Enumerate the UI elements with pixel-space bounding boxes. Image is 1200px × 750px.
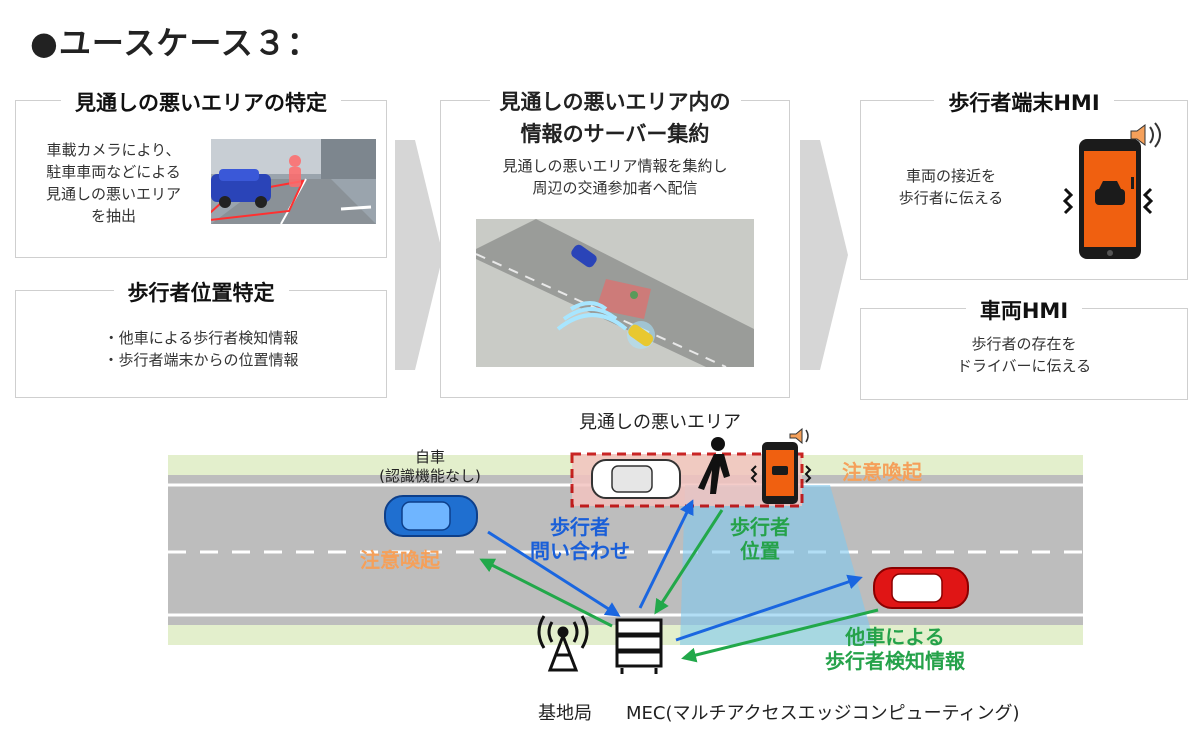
other-car-detection-label-1: 他車による xyxy=(845,625,945,649)
pedestrian-position-label-1: 歩行者 xyxy=(730,515,790,539)
camera-image xyxy=(211,139,376,224)
panel-identify-area-heading: 見通しの悪いエリアの特定 xyxy=(61,91,341,115)
mec-label: MEC(マルチアクセスエッジコンピューティング) xyxy=(626,703,1020,724)
other-car-detection-label-2: 歩行者検知情報 xyxy=(825,649,965,673)
base-station-icon xyxy=(537,615,589,672)
base-station-label: 基地局 xyxy=(538,703,592,724)
server-aggregate-line-2: 周辺の交通参加者へ配信 xyxy=(532,179,698,197)
pedestrian-hmi-line-1: 車両の接近を xyxy=(905,167,996,185)
pedestrian-position-label: 歩行者 位置 xyxy=(710,515,810,563)
other-car-icon xyxy=(873,567,969,609)
pedestrian-position-label-2: 位置 xyxy=(740,539,780,563)
identify-area-line-3: 見通しの悪いエリア xyxy=(45,185,181,203)
panel-server-aggregate: 見通しの悪いエリア内の 情報のサーバー集約 見通しの悪いエリア情報を集約し 周辺… xyxy=(440,90,790,398)
process-arrow-1 xyxy=(395,140,443,370)
identify-area-line-1: 車載カメラにより、 xyxy=(46,141,181,159)
pedestrian-phone-icon xyxy=(750,427,812,504)
panel-pedestrian-position-heading: 歩行者位置特定 xyxy=(113,281,289,305)
panel-vehicle-hmi-heading: 車両HMI xyxy=(965,299,1083,323)
own-car-icon xyxy=(384,495,478,537)
own-car-label-1: 自車 xyxy=(414,448,445,466)
parked-car-icon xyxy=(591,459,681,499)
own-car-label-2: (認識機能なし) xyxy=(379,467,481,485)
arrow-pedestrian-position xyxy=(654,509,724,615)
arrow-query xyxy=(487,530,621,617)
alert-label-right: 注意喚起 xyxy=(842,460,922,484)
road-diagram xyxy=(168,427,1083,674)
identify-area-line-2: 駐車車両などによる xyxy=(46,163,181,181)
panel-identify-area: 見通しの悪いエリアの特定 車載カメラにより、 駐車車両などによる 見通しの悪いエ… xyxy=(15,91,387,258)
panel-pedestrian-hmi-heading: 歩行者端末HMI xyxy=(934,91,1114,115)
other-car-detection-label: 他車による 歩行者検知情報 xyxy=(795,625,995,673)
arrow-other-detection xyxy=(681,608,879,663)
process-arrow-2 xyxy=(800,140,848,370)
pedestrian-hmi-line-2: 歩行者に伝える xyxy=(898,189,1004,207)
smartphone-alert-icon xyxy=(1062,122,1161,259)
aerial-view-image xyxy=(476,219,754,367)
pedestrian-query-label-1: 歩行者 xyxy=(550,515,610,539)
vehicle-hmi-line-2: ドライバーに伝える xyxy=(956,357,1092,375)
server-aggregate-line-1: 見通しの悪いエリア情報を集約し xyxy=(502,157,728,175)
alert-label-left: 注意喚起 xyxy=(360,548,440,572)
arrow-to-pedestrian xyxy=(638,499,694,609)
pedestrian-icon xyxy=(698,437,730,494)
pedestrian-query-label-2: 問い合わせ xyxy=(530,539,630,563)
arrow-alert-other xyxy=(675,574,863,642)
mec-server-icon xyxy=(615,618,663,674)
panel-vehicle-hmi: 車両HMI 歩行者の存在を ドライバーに伝える xyxy=(860,299,1188,400)
page-title: ●ユースケース３： xyxy=(30,24,320,62)
panel-pedestrian-hmi: 歩行者端末HMI 車両の接近を 歩行者に伝える xyxy=(860,91,1188,280)
pedestrian-position-line-1: ・他車による歩行者検知情報 xyxy=(103,329,299,347)
arrow-alert-own xyxy=(479,558,613,628)
detection-zone xyxy=(680,485,875,645)
pedestrian-query-label: 歩行者 問い合わせ xyxy=(525,515,635,563)
pedestrian-position-line-2: ・歩行者端末からの位置情報 xyxy=(103,351,299,369)
blind-area-label: 見通しの悪いエリア xyxy=(579,412,741,433)
panel-server-aggregate-heading-1: 見通しの悪いエリア内の xyxy=(489,90,741,114)
vehicle-hmi-line-1: 歩行者の存在を xyxy=(971,335,1077,353)
panel-pedestrian-position: 歩行者位置特定 ・他車による歩行者検知情報 ・歩行者端末からの位置情報 xyxy=(15,281,387,398)
own-car-label: 自車 (認識機能なし) xyxy=(360,448,500,486)
identify-area-line-4: を抽出 xyxy=(90,207,136,225)
panel-server-aggregate-heading-2: 情報のサーバー集約 xyxy=(520,122,710,146)
